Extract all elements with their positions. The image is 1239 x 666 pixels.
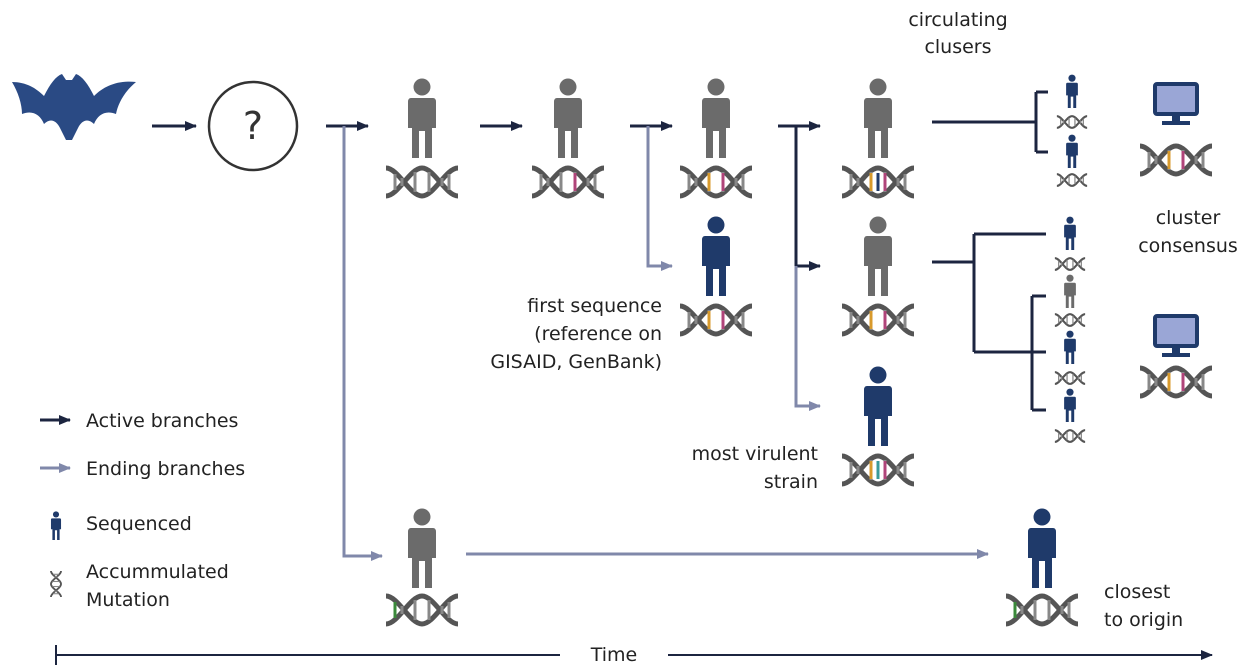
person-icon [408,508,436,588]
label-circulating-1: circulating [908,9,1007,31]
dna-icon [842,168,914,196]
label-cluster-consensus-1: cluster [1156,207,1221,229]
label-circulating-2: clusers [924,36,991,58]
legend: Active branches Ending branches Sequence… [40,410,245,611]
dna-icon [386,168,458,196]
time-axis: Time [55,644,1213,666]
dna-icon [680,168,752,196]
cluster-bracket-bottom [932,232,1046,412]
label-closest-1: closest [1104,581,1170,603]
person-sequenced-icon [1028,508,1056,588]
person-icon [864,78,892,158]
label-first-sequence-1: first sequence [527,295,662,317]
person-sequenced-icon [864,366,892,446]
legend-active-label: Active branches [86,410,238,432]
legend-mutation-label-2: Mutation [86,589,170,611]
cluster-member-small [1053,216,1087,271]
dna-icon [386,596,458,624]
computer-monitor-icon [1153,82,1199,127]
dna-icon [1006,596,1078,624]
dna-icon [532,168,604,196]
legend-mutation-icon [50,570,62,598]
dna-icon [842,456,914,484]
label-cluster-consensus-2: consensus [1138,235,1238,257]
cluster-member-small [1055,134,1089,187]
dna-icon [1140,146,1212,174]
cluster-member-small [1055,74,1089,129]
legend-ending-label: Ending branches [86,458,245,480]
label-virulent-2: strain [764,471,818,493]
person-icon [702,78,730,158]
person-icon [554,78,582,158]
legend-sequenced-icon [50,511,62,540]
label-closest-2: to origin [1104,609,1183,631]
dna-icon [1140,368,1212,396]
question-circle-icon: ? [207,80,299,172]
legend-sequenced-label: Sequenced [86,513,192,535]
person-sequenced-icon [702,216,730,296]
cluster-member-small [1053,388,1087,443]
person-icon [864,216,892,296]
cluster-member-small [1053,330,1087,385]
label-first-sequence-2: (reference on [534,323,662,345]
bat-icon [12,74,136,140]
cluster-bracket-top [932,90,1048,154]
legend-mutation-label-1: Accummulated [86,561,229,583]
dna-icon [680,306,752,334]
person-icon [408,78,436,158]
question-mark: ? [243,104,263,148]
dna-icon [842,306,914,334]
computer-monitor-icon [1153,314,1199,359]
ending-branch [646,126,673,271]
ending-branch [794,266,821,411]
cluster-member-small [1053,274,1087,327]
ending-branch [342,126,383,561]
time-axis-label: Time [590,644,638,666]
active-branch [794,126,821,271]
label-virulent-1: most virulent [692,443,818,465]
label-first-sequence-3: GISAID, GenBank) [490,351,662,373]
